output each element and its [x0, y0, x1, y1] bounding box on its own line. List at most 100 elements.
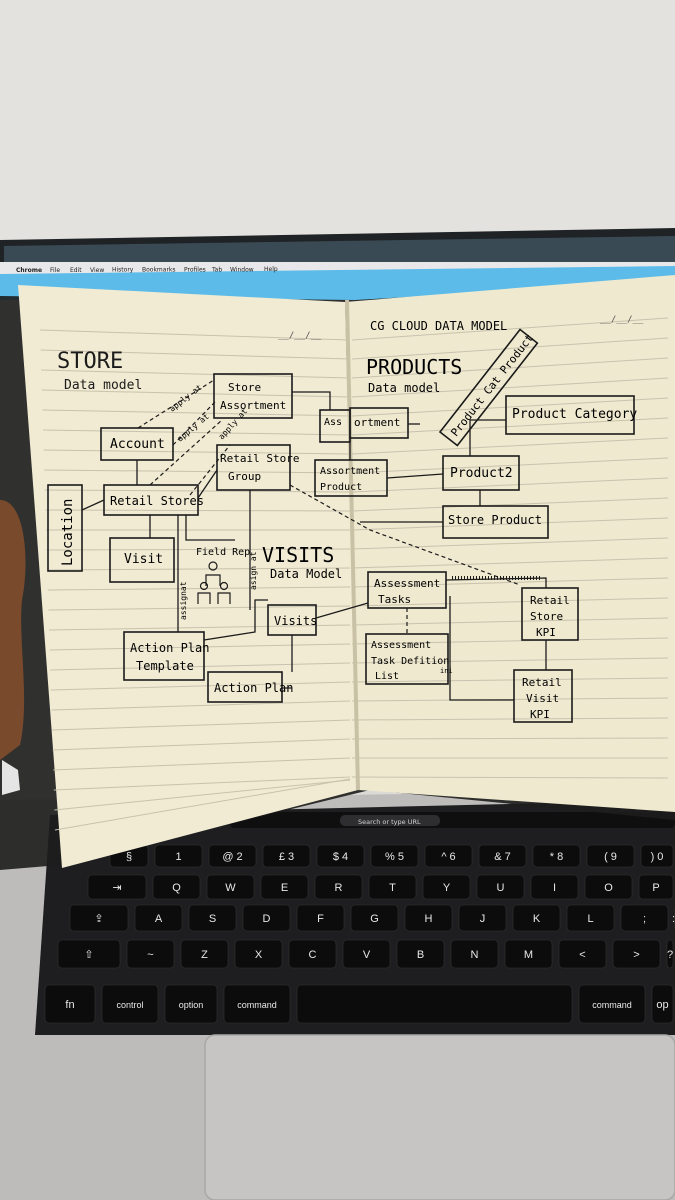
- key-label: command: [237, 1000, 277, 1010]
- visits-subtitle: Data Model: [270, 567, 342, 581]
- key[interactable]: [126, 939, 175, 969]
- key[interactable]: [404, 904, 453, 932]
- store-assortment-box: [213, 373, 293, 419]
- key-label: C: [309, 949, 317, 961]
- key[interactable]: [530, 874, 579, 900]
- key-label: ⇪: [94, 913, 103, 925]
- field-rep-people-icon: [197, 561, 231, 604]
- key-label: fn: [65, 999, 74, 1011]
- assessment-task-definition-label-3: List: [375, 671, 399, 682]
- menu-item-file[interactable]: File: [50, 267, 60, 274]
- key-label: >: [633, 949, 639, 961]
- ruled-line: [42, 429, 351, 436]
- ruled-line: [47, 567, 351, 571]
- menu-item-help[interactable]: Help: [264, 266, 278, 273]
- key[interactable]: [260, 874, 309, 900]
- key[interactable]: [370, 844, 419, 868]
- products-subtitle: Data model: [368, 381, 440, 395]
- key[interactable]: [134, 904, 183, 932]
- location-label: Location: [60, 499, 76, 566]
- key[interactable]: [234, 939, 283, 969]
- key[interactable]: [314, 874, 363, 900]
- key[interactable]: [584, 874, 633, 900]
- key-label: I: [553, 882, 556, 894]
- key[interactable]: [612, 939, 661, 969]
- trackpad: [204, 1034, 675, 1200]
- menu-item-tab[interactable]: Tab: [211, 266, 222, 273]
- key[interactable]: [558, 939, 607, 969]
- key-label: Q: [172, 882, 181, 894]
- key[interactable]: [350, 904, 399, 932]
- menu-item-edit[interactable]: Edit: [70, 267, 82, 274]
- key-label: P: [652, 882, 659, 894]
- retail-store-kpi-label-1: Retail: [530, 594, 570, 607]
- key-label: @ 2: [222, 851, 242, 863]
- key-label: X: [255, 949, 263, 961]
- key[interactable]: [223, 984, 291, 1024]
- key[interactable]: [424, 844, 473, 868]
- key[interactable]: [188, 904, 237, 932]
- key[interactable]: [651, 984, 674, 1024]
- ruled-line: [351, 477, 669, 493]
- key[interactable]: [640, 844, 674, 868]
- key[interactable]: [208, 844, 257, 868]
- touch-bar: Search or type URL: [230, 812, 675, 828]
- key[interactable]: [578, 984, 646, 1024]
- key[interactable]: [476, 874, 525, 900]
- key-label: * 8: [550, 851, 563, 863]
- ruled-line: [51, 700, 351, 711]
- menu-item-view[interactable]: View: [90, 267, 104, 274]
- key[interactable]: [288, 939, 337, 969]
- right-date-mark: __/__/__: [600, 315, 644, 325]
- key[interactable]: [180, 939, 229, 969]
- ruled-line: [351, 637, 669, 645]
- menu-item-profiles[interactable]: Profiles: [184, 267, 206, 274]
- menu-item-history[interactable]: History: [112, 267, 134, 274]
- key[interactable]: [620, 904, 669, 932]
- ruled-line: [43, 449, 351, 455]
- key[interactable]: [296, 904, 345, 932]
- action-plan-template-label-2: Template: [136, 659, 194, 673]
- key[interactable]: [368, 874, 417, 900]
- key[interactable]: [206, 874, 255, 900]
- key[interactable]: [242, 904, 291, 932]
- retail-visit-kpi-label-1: Retail: [522, 676, 562, 689]
- key[interactable]: [396, 939, 445, 969]
- menu-item-window[interactable]: Window: [230, 266, 254, 273]
- key[interactable]: [512, 904, 561, 932]
- ruled-line: [52, 738, 351, 751]
- key[interactable]: [532, 844, 581, 868]
- key[interactable]: [57, 939, 121, 969]
- key-label: H: [425, 913, 433, 925]
- key[interactable]: [87, 874, 147, 900]
- key-label: $ 4: [333, 851, 348, 863]
- action-plan-label: Action Plan: [214, 681, 293, 695]
- key[interactable]: [666, 939, 674, 969]
- key[interactable]: [450, 939, 499, 969]
- key[interactable]: [316, 844, 365, 868]
- key[interactable]: [504, 939, 553, 969]
- assortment-left-label: Ass: [324, 417, 342, 428]
- key[interactable]: [101, 984, 159, 1024]
- key[interactable]: [638, 874, 674, 900]
- key[interactable]: [458, 904, 507, 932]
- key[interactable]: [154, 844, 203, 868]
- key-label: S: [209, 913, 216, 925]
- key-label: £ 3: [279, 851, 294, 863]
- menu-item-bookmarks[interactable]: Bookmarks: [142, 267, 176, 274]
- key[interactable]: [262, 844, 311, 868]
- key[interactable]: [164, 984, 218, 1024]
- ruled-line: [351, 357, 669, 379]
- key[interactable]: [342, 939, 391, 969]
- retail-store-group-label-1: Retail Store: [220, 452, 299, 465]
- key[interactable]: [152, 874, 201, 900]
- key[interactable]: [478, 844, 527, 868]
- action-plan-template-label-1: Action Plan: [130, 641, 209, 655]
- key[interactable]: [296, 984, 573, 1024]
- key[interactable]: [586, 844, 635, 868]
- key[interactable]: [69, 904, 129, 932]
- key[interactable]: [566, 904, 615, 932]
- key[interactable]: [422, 874, 471, 900]
- key[interactable]: [44, 984, 96, 1024]
